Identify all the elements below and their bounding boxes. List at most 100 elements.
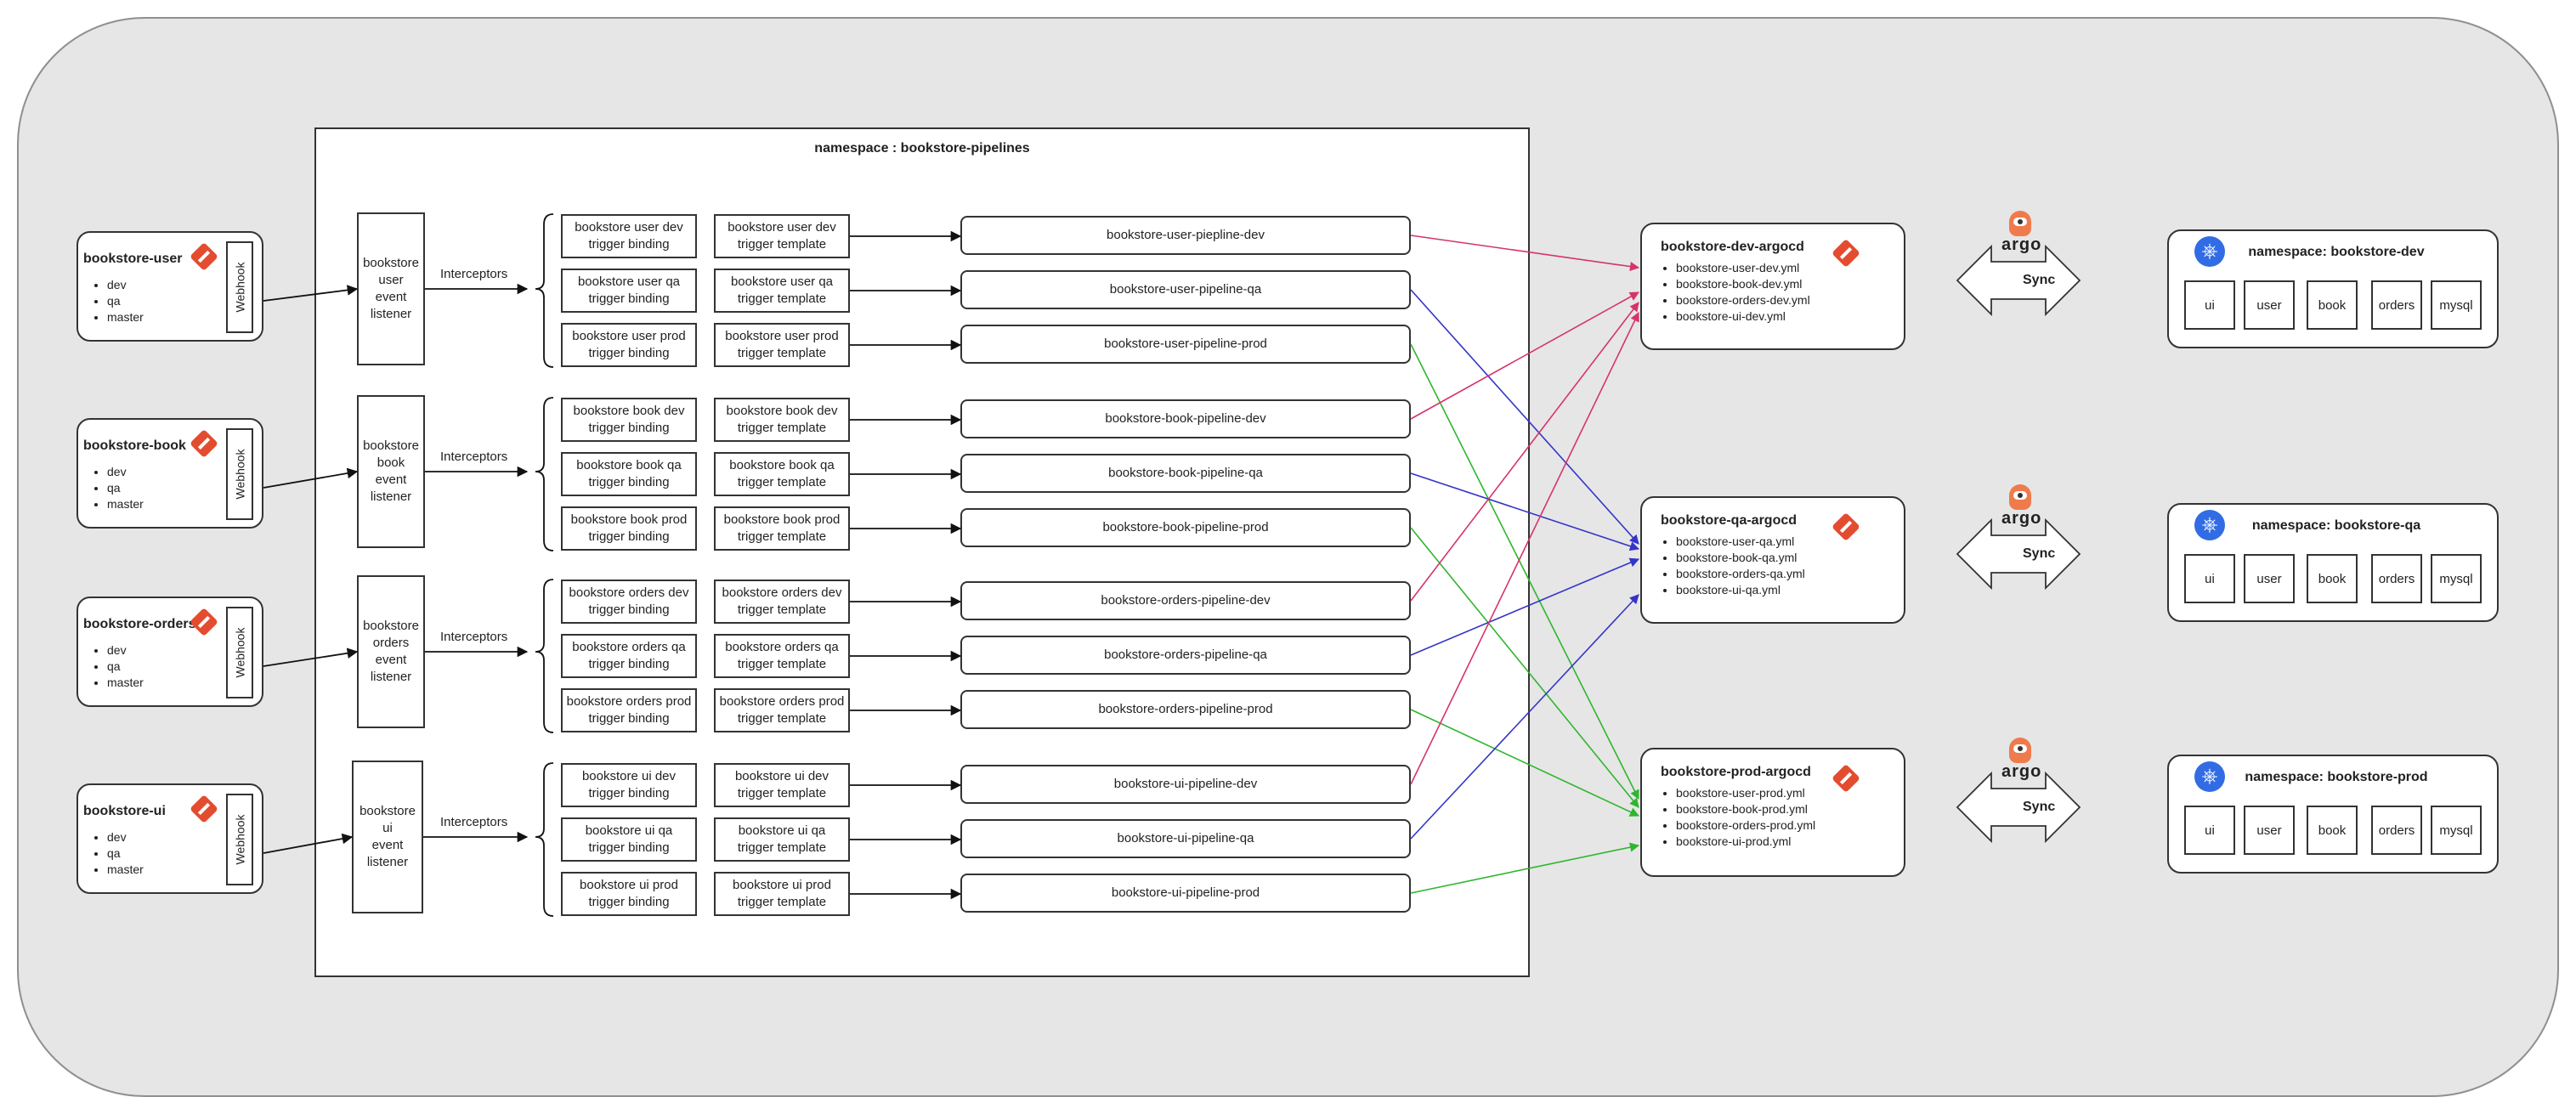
listener-line[interactable]: listener: [366, 855, 409, 869]
listener-line[interactable]: bookstore: [363, 619, 419, 633]
interceptors-label[interactable]: Interceptors: [440, 630, 508, 644]
manifest-file[interactable]: bookstore-ui-qa.yml: [1676, 582, 1805, 598]
git-repo-card[interactable]: bookstore-ordersdevqamasterWebhook: [76, 597, 263, 707]
argocd-app-card[interactable]: bookstore-dev-argocdbookstore-user-dev.y…: [1640, 223, 1905, 350]
git-icon[interactable]: [190, 242, 218, 271]
manifest-file[interactable]: bookstore-user-qa.yml: [1676, 534, 1805, 550]
template-line[interactable]: bookstore orders prod: [719, 694, 845, 709]
template-line[interactable]: trigger template: [737, 529, 827, 544]
binding-line[interactable]: trigger binding: [588, 786, 670, 800]
manifest-file[interactable]: bookstore-orders-prod.yml: [1676, 817, 1815, 834]
template-line[interactable]: trigger template: [737, 346, 827, 360]
listener-line[interactable]: event: [375, 290, 407, 304]
listener-line[interactable]: orders: [372, 636, 410, 650]
pod-box[interactable]: orders: [2371, 280, 2422, 330]
webhook-text[interactable]: Webhook: [233, 814, 246, 865]
pipeline-box[interactable]: bookstore-user-pipeline-prod: [960, 325, 1411, 364]
template-line[interactable]: bookstore user qa: [730, 274, 834, 289]
manifest-file[interactable]: bookstore-orders-dev.yml: [1676, 292, 1810, 308]
pipeline-box[interactable]: bookstore-orders-pipeline-qa: [960, 636, 1411, 675]
repo-name[interactable]: bookstore-ui: [83, 804, 166, 818]
webhook-label[interactable]: Webhook: [226, 607, 253, 698]
interceptors-label[interactable]: Interceptors: [440, 815, 508, 829]
binding-line[interactable]: bookstore orders qa: [572, 640, 686, 654]
webhook-text[interactable]: Webhook: [233, 449, 246, 500]
manifest-list[interactable]: bookstore-user-prod.ymlbookstore-book-pr…: [1659, 785, 1815, 850]
binding-line[interactable]: trigger binding: [588, 602, 670, 617]
trigger-binding[interactable]: bookstore ui qa trigger binding: [561, 817, 697, 862]
pod-box[interactable]: book: [2307, 280, 2358, 330]
binding-line[interactable]: bookstore ui qa: [585, 823, 673, 838]
template-line[interactable]: bookstore book qa: [729, 458, 835, 472]
pipeline-box[interactable]: bookstore-book-pipeline-qa: [960, 454, 1411, 493]
trigger-template[interactable]: bookstore orders prod trigger template: [714, 688, 850, 732]
git-repo-card[interactable]: bookstore-book devqamaster Webhook: [76, 418, 263, 529]
branch-item[interactable]: dev: [107, 277, 144, 293]
listener-line[interactable]: listener: [370, 670, 412, 684]
template-line[interactable]: trigger template: [737, 786, 827, 800]
pipeline-box[interactable]: bookstore-orders-pipeline-prod: [960, 690, 1411, 729]
listener-line[interactable]: event: [375, 653, 407, 667]
pod-box[interactable]: ui: [2184, 554, 2235, 603]
template-line[interactable]: trigger template: [737, 840, 827, 855]
template-line[interactable]: trigger template: [737, 711, 827, 726]
listener-line[interactable]: user: [378, 273, 404, 287]
branch-item[interactable]: dev: [107, 642, 144, 659]
binding-line[interactable]: trigger binding: [588, 840, 670, 855]
repo-name[interactable]: bookstore-book: [83, 438, 186, 453]
branch-item[interactable]: qa: [107, 480, 144, 496]
k8s-namespace-title[interactable]: namespace: bookstore-prod: [2245, 770, 2428, 784]
pod-box[interactable]: orders: [2371, 806, 2422, 855]
manifest-file[interactable]: bookstore-book-qa.yml: [1676, 550, 1805, 566]
binding-line[interactable]: bookstore user prod: [572, 329, 686, 343]
template-line[interactable]: bookstore user dev: [728, 220, 836, 235]
branch-item[interactable]: dev: [107, 464, 144, 480]
pipeline-box[interactable]: bookstore-ui-pipeline-qa: [960, 819, 1411, 858]
argo-icon[interactable]: argo: [2001, 738, 2041, 780]
k8s-namespace-title[interactable]: namespace: bookstore-qa: [2251, 518, 2421, 533]
pipeline-box[interactable]: bookstore-ui-pipeline-dev: [960, 765, 1411, 804]
sync-label[interactable]: Sync: [2023, 273, 2056, 287]
interceptors-label[interactable]: Interceptors: [440, 450, 508, 464]
git-icon[interactable]: [1832, 239, 1860, 268]
branch-item[interactable]: master: [107, 496, 144, 512]
listener-line[interactable]: listener: [370, 489, 412, 504]
trigger-template[interactable]: bookstore ui dev trigger template: [714, 763, 850, 807]
template-line[interactable]: bookstore ui qa: [738, 823, 826, 838]
webhook-label[interactable]: Webhook: [226, 428, 253, 520]
template-line[interactable]: trigger template: [737, 237, 827, 252]
argo-wordmark[interactable]: argo: [2001, 235, 2042, 254]
template-line[interactable]: bookstore ui dev: [734, 769, 829, 783]
branch-list[interactable]: devqamaster: [90, 464, 144, 512]
template-line[interactable]: bookstore user prod: [725, 329, 839, 343]
event-listener[interactable]: bookstore orders event listener: [357, 575, 425, 728]
argocd-app-card[interactable]: bookstore-prod-argocd bookstore-user-prod…: [1640, 748, 1905, 877]
branch-item[interactable]: dev: [107, 829, 144, 845]
argo-wordmark[interactable]: argo: [2001, 509, 2042, 528]
listener-line[interactable]: listener: [370, 307, 412, 321]
branch-item[interactable]: qa: [107, 659, 144, 675]
pod-box[interactable]: user: [2244, 280, 2295, 330]
argocd-title[interactable]: bookstore-prod-argocd: [1661, 765, 1811, 779]
webhook-label[interactable]: Webhook: [226, 794, 253, 885]
kubernetes-icon[interactable]: ⎈: [2194, 761, 2225, 792]
template-line[interactable]: trigger template: [737, 657, 827, 671]
pipeline-box[interactable]: bookstore-user-pipeline-qa: [960, 270, 1411, 309]
manifest-file[interactable]: bookstore-user-dev.yml: [1676, 260, 1810, 276]
listener-line[interactable]: bookstore: [363, 256, 419, 270]
